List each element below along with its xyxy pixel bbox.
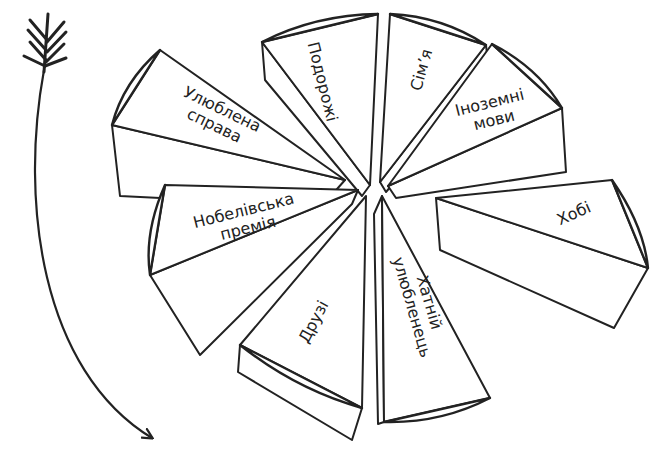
slice-crust — [384, 398, 490, 422]
cake-slice: Хобі — [420, 164, 653, 344]
slice-crust — [390, 14, 486, 45]
slice-top — [112, 50, 345, 180]
slice-outline — [420, 164, 653, 344]
slice-top — [388, 44, 562, 186]
slice-crust — [262, 14, 378, 42]
slice-top — [382, 196, 490, 422]
slice-top — [240, 196, 366, 408]
slice-crust — [149, 185, 165, 275]
slice-crust — [112, 50, 160, 125]
slice-crust — [612, 180, 648, 268]
cake-slice: Хатній улюбленець — [358, 180, 506, 440]
slice-top — [436, 180, 648, 268]
slice-crust — [240, 345, 362, 408]
